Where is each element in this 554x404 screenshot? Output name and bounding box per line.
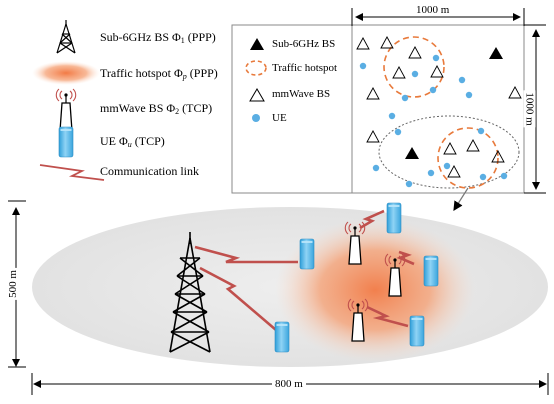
- legend-link-label: Communication link: [100, 164, 199, 178]
- inset-ue-icon: [252, 114, 260, 122]
- map-hotspot: [383, 36, 445, 98]
- legend-link-icon: [39, 164, 105, 181]
- inset-mmwave-icon: [249, 88, 265, 102]
- inset-ue-label: UE: [272, 112, 287, 124]
- map-ue: [359, 54, 508, 188]
- legend-hotspot-icon: [32, 61, 100, 85]
- inset-mmwave-label: mmWave BS: [272, 88, 331, 100]
- ue-icon: [409, 315, 425, 347]
- inset-sub6-icon: [250, 38, 264, 50]
- traffic-hotspot-area: [275, 218, 475, 362]
- ue-icon: [386, 202, 402, 234]
- legend-ue-label: UE Φu (TCP): [100, 134, 165, 149]
- map-sub6-bs: [405, 47, 503, 159]
- inset-height-label: 1000 m: [523, 90, 536, 128]
- map-mmwave-bs: [356, 36, 522, 178]
- sub6-bs-tower-icon: [169, 232, 211, 353]
- ue-icon: [299, 238, 315, 270]
- ue-icon: [274, 321, 290, 353]
- zoom-region: [378, 115, 520, 189]
- ue-icon: [423, 255, 439, 287]
- legend-tower-icon: [56, 20, 76, 54]
- legend-mmwave-icon: [55, 88, 77, 132]
- legend-mmwave-label: mmWave BS Φ2 (TCP): [100, 101, 213, 116]
- inset-width-label: 1000 m: [414, 4, 452, 16]
- legend-sub6-label: Sub-6GHz BS Φ1 (PPP): [100, 30, 216, 45]
- zoom-arrow: [453, 187, 469, 212]
- scene-width-label: 800 m: [272, 378, 306, 390]
- legend-ue-icon: [58, 126, 74, 158]
- inset-hotspot-label: Traffic hotspot: [272, 62, 338, 74]
- map-hotspot: [437, 127, 499, 189]
- inset-sub6-label: Sub-6GHz BS: [272, 38, 336, 50]
- scene-height-label: 500 m: [6, 268, 19, 300]
- legend-hotspot-label: Traffic hotspot Φp (PPP): [100, 66, 218, 81]
- inset-box: [231, 24, 525, 194]
- inset-hotspot-icon: [245, 60, 267, 76]
